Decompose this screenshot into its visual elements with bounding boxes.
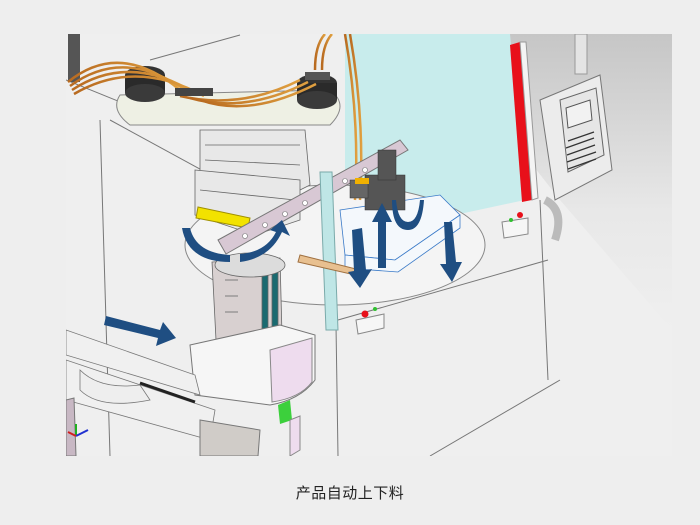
axis-triad	[67, 424, 89, 437]
light-post	[319, 171, 339, 331]
button-box-right	[501, 212, 529, 239]
machine-illustration	[66, 34, 672, 456]
rotate-arrow-right-icon	[240, 220, 290, 262]
left-post	[68, 34, 80, 82]
control-pendant	[539, 34, 613, 242]
u-turn-arrow-icon	[392, 200, 424, 230]
figure-caption: 产品自动上下料	[295, 484, 405, 502]
rotate-arrow-left-icon	[182, 228, 230, 262]
down-arrow-left-icon	[348, 228, 372, 288]
conveyor-slide	[66, 329, 216, 441]
feed-arrow-icon	[104, 316, 176, 346]
button-box-center	[355, 307, 385, 335]
down-arrow-right-icon	[440, 222, 462, 282]
safety-bar	[510, 42, 532, 202]
lift-column	[211, 252, 286, 341]
up-arrow-icon	[372, 203, 392, 268]
motion-arrows	[104, 200, 462, 346]
green-sensor	[278, 400, 292, 424]
